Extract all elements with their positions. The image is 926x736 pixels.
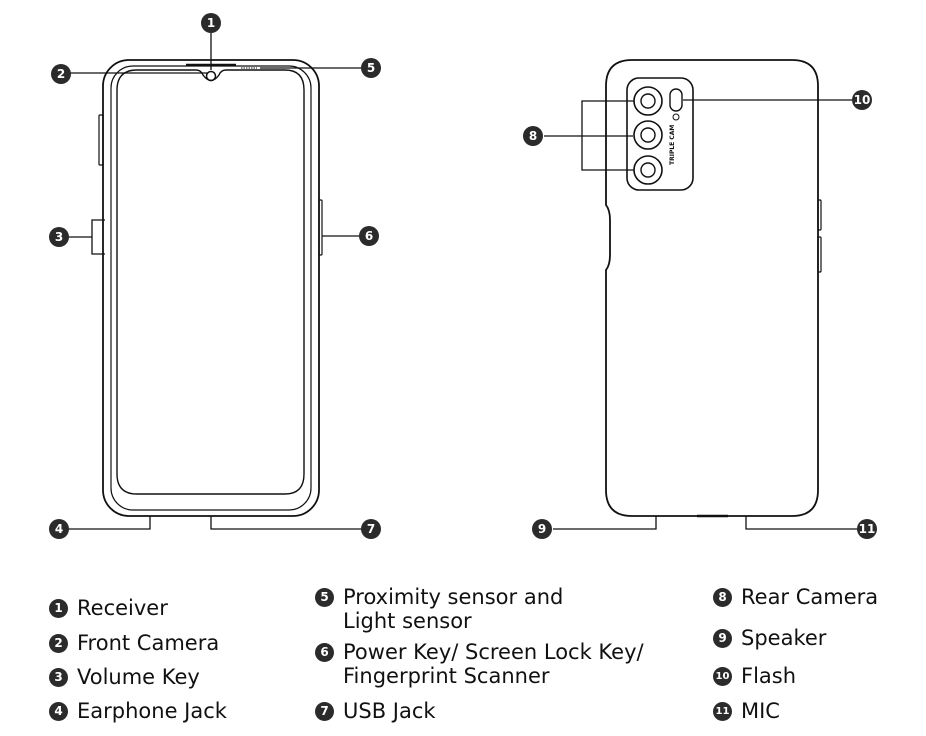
callout-number: 8 bbox=[529, 129, 537, 143]
legend-label: Rear Camera bbox=[741, 585, 879, 609]
callout-2: 2 bbox=[51, 64, 71, 84]
legend-item-3: 3 Volume Key bbox=[49, 665, 200, 689]
camera-module-label: TRIPLE CAM bbox=[669, 125, 676, 165]
callout-number: 6 bbox=[365, 229, 373, 243]
callout-number: 5 bbox=[367, 61, 375, 75]
legend-item-8: 8 Rear Camera bbox=[713, 585, 878, 609]
legend-label: Speaker bbox=[741, 626, 827, 650]
callout-9: 9 bbox=[532, 519, 552, 539]
legend-label: Receiver bbox=[77, 596, 168, 620]
callout-circle bbox=[361, 519, 381, 539]
callout-circle bbox=[201, 13, 221, 33]
back-phone bbox=[605, 59, 822, 518]
callout-11: 11 bbox=[857, 519, 877, 539]
legend-label: MIC bbox=[741, 699, 780, 723]
callout-5: 5 bbox=[361, 58, 381, 78]
callout-number: 11 bbox=[859, 522, 876, 536]
callout-number: 2 bbox=[57, 67, 65, 81]
callout-number: 9 bbox=[538, 522, 546, 536]
legend-item-4: 4 Earphone Jack bbox=[49, 699, 227, 723]
legend-number: 2 bbox=[49, 634, 68, 653]
callout-7: 7 bbox=[361, 519, 381, 539]
callout-8: 8 bbox=[523, 126, 543, 146]
callout-circle bbox=[857, 519, 877, 539]
callout-6: 6 bbox=[359, 226, 379, 246]
legend-item-6: 6 Power Key/ Screen Lock Key/ Fingerprint… bbox=[315, 640, 644, 688]
callout-1: 1 bbox=[201, 13, 221, 33]
legend-item-11: 11 MIC bbox=[713, 699, 780, 723]
callout-number: 1 bbox=[207, 16, 215, 30]
legend-item-9: 9 Speaker bbox=[713, 626, 826, 650]
legend-label: Volume Key bbox=[77, 665, 200, 689]
callout-number: 10 bbox=[854, 93, 871, 107]
legend-item-10: 10 Flash bbox=[713, 664, 796, 688]
callout-circle bbox=[49, 227, 69, 247]
callout-circle bbox=[49, 519, 69, 539]
callout-number: 4 bbox=[55, 522, 63, 536]
legend-item-2: 2 Front Camera bbox=[49, 631, 219, 655]
legend-label: Power Key/ Screen Lock Key/ Fingerprint … bbox=[343, 640, 644, 688]
callout-number: 3 bbox=[55, 230, 63, 244]
leader-lines bbox=[67, 33, 858, 530]
legend-item-7: 7 USB Jack bbox=[315, 699, 436, 723]
callout-3: 3 bbox=[49, 227, 69, 247]
legend-number: 10 bbox=[713, 667, 732, 686]
legend-label: Earphone Jack bbox=[77, 699, 227, 723]
callout-circle bbox=[852, 90, 872, 110]
front-phone bbox=[98, 59, 323, 517]
legend-label: USB Jack bbox=[343, 699, 436, 723]
callout-number: 7 bbox=[367, 522, 375, 536]
legend-number: 8 bbox=[713, 588, 732, 607]
legend-number: 7 bbox=[315, 702, 334, 721]
callout-circle bbox=[532, 519, 552, 539]
callout-10: 10 bbox=[852, 90, 872, 110]
legend-item-1: 1 Receiver bbox=[49, 596, 168, 620]
legend-number: 9 bbox=[713, 629, 732, 648]
legend-number: 3 bbox=[49, 668, 68, 687]
callout-circle bbox=[523, 126, 543, 146]
callout-circle bbox=[51, 64, 71, 84]
legend-number: 11 bbox=[713, 702, 732, 721]
legend-number: 5 bbox=[315, 588, 334, 607]
callout-4: 4 bbox=[49, 519, 69, 539]
callout-circle bbox=[359, 226, 379, 246]
legend-number: 4 bbox=[49, 702, 68, 721]
callout-markers: 1 2 3 4 5 6 7 8 9 10 11 bbox=[49, 13, 877, 539]
legend-label: Flash bbox=[741, 664, 797, 688]
callout-circle bbox=[361, 58, 381, 78]
legend-number: 1 bbox=[49, 599, 68, 618]
legend-label: Front Camera bbox=[77, 631, 220, 655]
legend-item-5: 5 Proximity sensor and Light sensor bbox=[315, 585, 563, 633]
legend-number: 6 bbox=[315, 643, 334, 662]
legend-label: Proximity sensor and Light sensor bbox=[343, 585, 564, 633]
phone-diagram: TRIPLE CAM 1 2 3 4 5 6 7 8 9 10 11 bbox=[49, 13, 877, 539]
